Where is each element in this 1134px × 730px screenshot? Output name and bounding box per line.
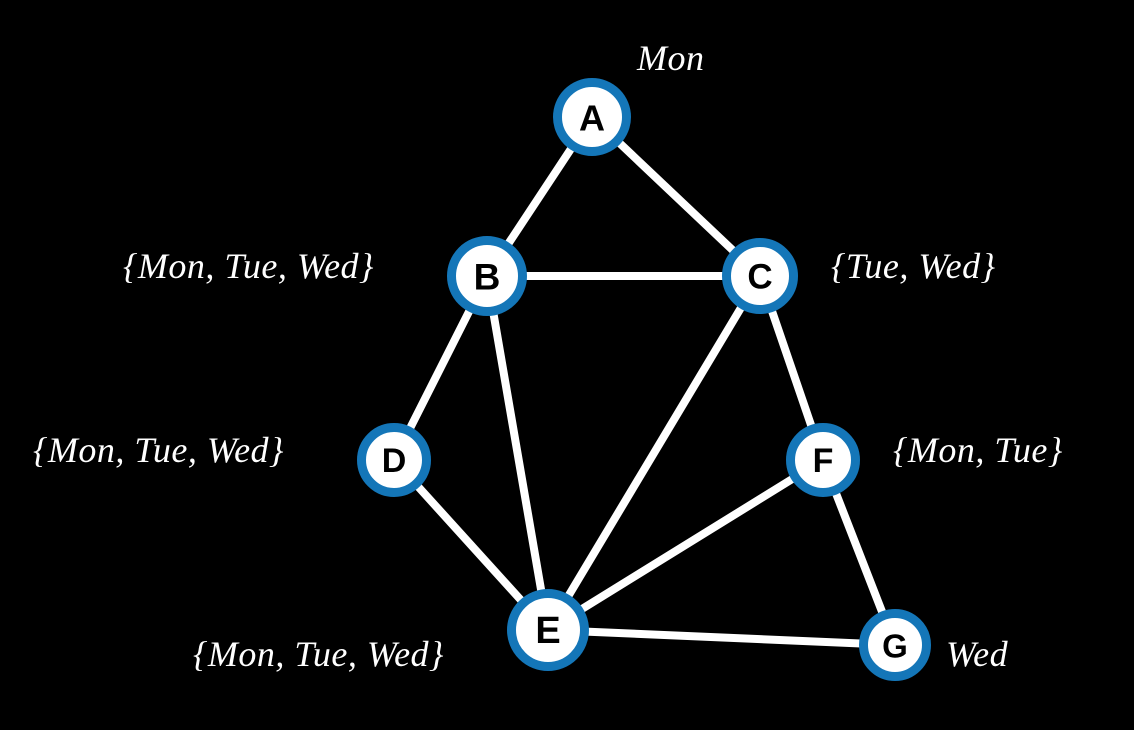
edge-c-e bbox=[544, 272, 764, 634]
node-e[interactable]: E bbox=[507, 589, 589, 671]
node-d[interactable]: D bbox=[357, 423, 431, 497]
domain-label-b: {Mon, Tue, Wed} bbox=[123, 246, 374, 286]
node-b[interactable]: B bbox=[447, 236, 527, 316]
node-circle-g bbox=[859, 609, 931, 681]
node-label-a: A bbox=[579, 98, 605, 139]
node-label-f: F bbox=[813, 442, 834, 480]
node-label-b: B bbox=[474, 257, 501, 298]
node-label-c: C bbox=[747, 258, 772, 297]
domain-label-a: Mon bbox=[637, 38, 705, 78]
edge-e-f bbox=[544, 456, 827, 634]
node-a[interactable]: A bbox=[553, 78, 631, 156]
node-label-g: G bbox=[882, 628, 908, 665]
node-circle-e bbox=[507, 589, 589, 671]
node-f[interactable]: F bbox=[786, 423, 860, 497]
node-circle-f bbox=[786, 423, 860, 497]
node-label-d: D bbox=[382, 442, 407, 480]
node-circle-a bbox=[553, 78, 631, 156]
domain-label-f: {Mon, Tue} bbox=[893, 430, 1063, 470]
node-c[interactable]: C bbox=[722, 238, 798, 314]
nodes-layer: A B C D E F G bbox=[357, 78, 931, 681]
edges-layer bbox=[390, 113, 899, 649]
node-circle-b bbox=[447, 236, 527, 316]
node-circle-d bbox=[357, 423, 431, 497]
node-label-e: E bbox=[535, 610, 560, 652]
edge-e-g bbox=[544, 626, 899, 649]
edge-b-e bbox=[483, 272, 552, 634]
domain-label-d: {Mon, Tue, Wed} bbox=[33, 430, 284, 470]
domain-label-e: {Mon, Tue, Wed} bbox=[193, 634, 444, 674]
domain-label-g: Wed bbox=[946, 634, 1009, 674]
node-circle-c bbox=[722, 238, 798, 314]
node-g[interactable]: G bbox=[859, 609, 931, 681]
domain-label-c: {Tue, Wed} bbox=[831, 246, 996, 286]
